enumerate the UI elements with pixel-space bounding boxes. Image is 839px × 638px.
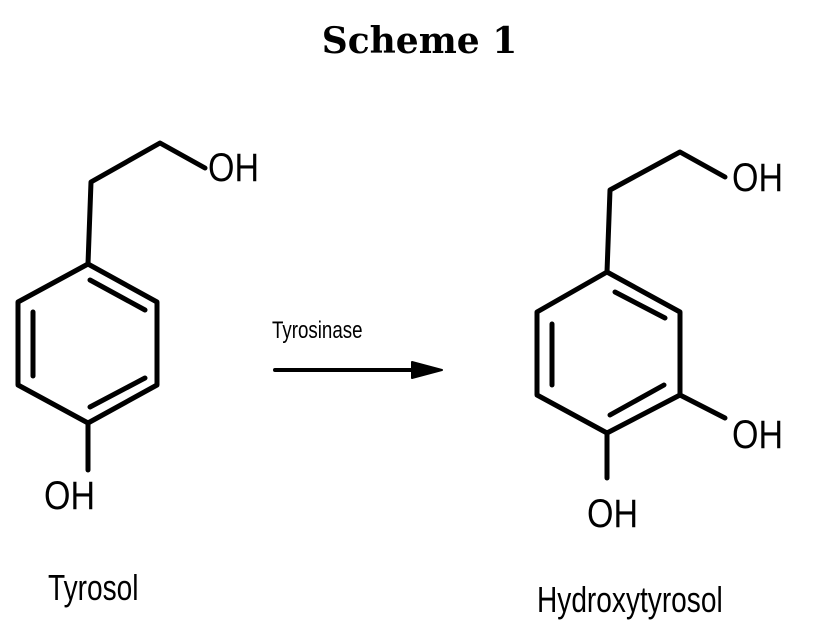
enzyme-label: Tyrosinase bbox=[272, 317, 363, 344]
scheme-title: Scheme 1 bbox=[321, 20, 518, 62]
tyrosol-structure bbox=[15, 140, 208, 473]
hydroxytyrosol-meta-oh-label: OH bbox=[732, 413, 783, 457]
reactant-name: Tyrosol bbox=[48, 567, 139, 608]
tyrosol-para-oh-label: OH bbox=[44, 474, 95, 518]
hydroxytyrosol-side-chain-oh-label: OH bbox=[732, 156, 783, 200]
hydroxytyrosol-structure bbox=[534, 149, 728, 481]
reaction-arrow bbox=[273, 361, 443, 379]
product-name: Hydroxytyrosol bbox=[537, 579, 723, 620]
hydroxytyrosol-para-oh-label: OH bbox=[587, 492, 638, 536]
tyrosol-side-chain-oh-label: OH bbox=[208, 146, 259, 190]
